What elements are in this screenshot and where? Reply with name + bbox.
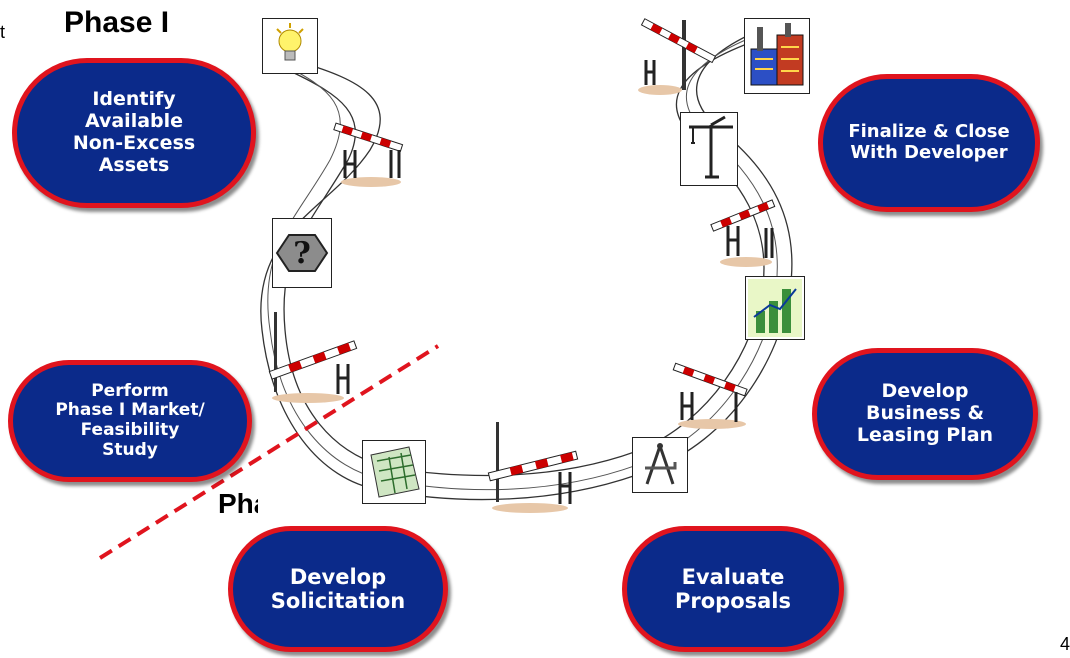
step-evaluate-proposals-label: Evaluate Proposals (674, 564, 791, 613)
construction-crane-icon (689, 115, 733, 179)
compass-square-card (632, 437, 688, 493)
gate-barrier-icon (638, 18, 717, 95)
question-sign-icon: ? (275, 234, 329, 272)
svg-text:?: ? (293, 236, 311, 271)
blueprint-icon (370, 446, 420, 498)
step-finalize-close-label: Finalize & Close With Developer (848, 121, 1010, 163)
step-develop-solicitation: Develop Solicitation (228, 526, 448, 652)
question-sign-card: ? (272, 218, 332, 288)
construction-crane-card (680, 112, 738, 186)
step-finalize-close: Finalize & Close With Developer (818, 74, 1040, 212)
diagram-background (258, 16, 812, 520)
step-develop-solicitation-label: Develop Solicitation (270, 564, 406, 613)
step-identify-assets: Identify Available Non-Excess Assets (12, 58, 256, 208)
bar-chart-card (745, 276, 805, 340)
lightbulb-card (262, 18, 318, 74)
phase-1-title: Phase I (64, 6, 170, 39)
step-identify-assets-label: Identify Available Non-Excess Assets (72, 88, 196, 176)
gate-barrier-icon (487, 422, 579, 513)
edge-text-right: 4 (1060, 634, 1070, 654)
factory-icon (750, 23, 804, 86)
step-perform-study-label: Perform Phase I Market/ Feasibility Stud… (55, 380, 205, 460)
lightbulb-icon (276, 23, 304, 61)
step-perform-study: Perform Phase I Market/ Feasibility Stud… (8, 360, 252, 482)
step-develop-business-plan-label: Develop Business & Leasing Plan (856, 380, 994, 446)
road-inner-line-2 (267, 35, 778, 491)
factory-card (744, 18, 810, 94)
blueprint-card (362, 440, 426, 504)
gate-barrier-icon (268, 312, 358, 403)
gate-barrier-icon (672, 362, 748, 429)
gate-barrier-icon (333, 122, 404, 187)
phase-divider (98, 344, 440, 560)
step-evaluate-proposals: Evaluate Proposals (622, 526, 844, 652)
bar-chart-icon (748, 279, 802, 337)
gate-barrier-icon (710, 199, 776, 267)
road-outer-line (260, 29, 793, 501)
edge-text-left: t (0, 22, 6, 42)
step-develop-business-plan: Develop Business & Leasing Plan (812, 348, 1038, 480)
compass-square-icon (645, 443, 677, 485)
